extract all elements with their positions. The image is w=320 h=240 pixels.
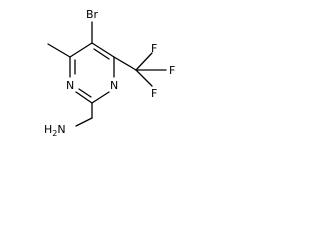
atom-bromine: Br bbox=[86, 8, 99, 21]
bond-cf3-f-bottom bbox=[135, 69, 153, 87]
bond-c4-methyl bbox=[47, 43, 71, 58]
atom-fluorine-bottom: F bbox=[151, 87, 157, 100]
atom-fluorine-top: F bbox=[151, 42, 157, 55]
bond-nh2-link bbox=[75, 117, 93, 127]
atom-amine: H2N bbox=[44, 123, 66, 138]
bond-n1-c2 bbox=[91, 91, 110, 104]
bond-c5-c6 bbox=[91, 42, 115, 58]
atom-fluorine-right: F bbox=[169, 64, 175, 77]
bond-c5-c6-double bbox=[93, 48, 110, 60]
molecule-diagram: Br F F F N N H2N bbox=[44, 8, 175, 138]
amine-h: H bbox=[44, 123, 52, 136]
structure-canvas: Br F F F N N H2N bbox=[0, 0, 190, 158]
atom-nitrogen-right: N bbox=[110, 79, 118, 92]
atom-nitrogen-left: N bbox=[66, 79, 74, 92]
bond-c4-c5 bbox=[69, 42, 93, 58]
bond-cf3-f-top bbox=[135, 52, 153, 71]
bond-c2-n3-double bbox=[78, 88, 92, 98]
amine-n: N bbox=[57, 123, 65, 136]
bond-c2-n3 bbox=[75, 91, 93, 104]
bond-c6-cf3 bbox=[113, 56, 137, 71]
amine-subscript-2: 2 bbox=[52, 129, 57, 138]
